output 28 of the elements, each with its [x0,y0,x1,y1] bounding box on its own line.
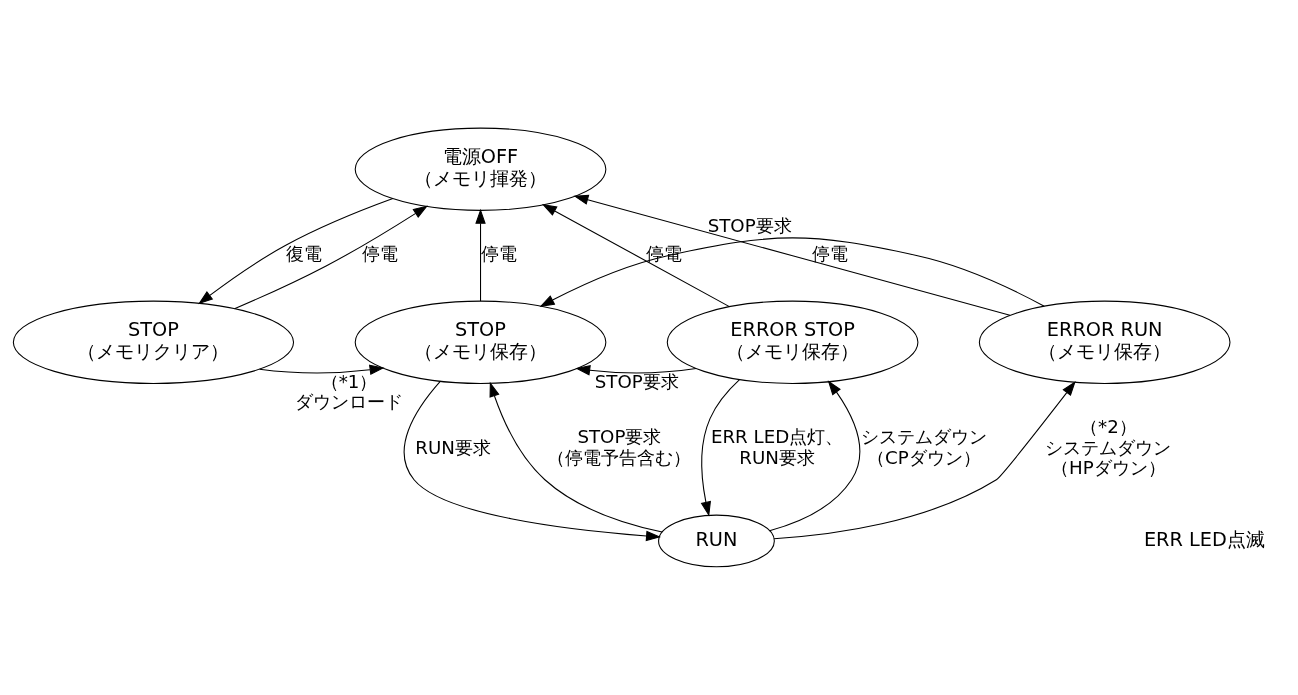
arrow [403,380,662,542]
arrow [234,205,428,310]
arrow [475,208,486,302]
node-ellipse: 電源OFF （メモリ揮発） [354,127,607,211]
arrow [575,365,697,376]
node-ellipse: ERROR RUN （メモリ保存） [978,300,1231,384]
edge-label: STOP要求（停電予告含む） [547,426,692,468]
edge-label: システムダウン（CPダウン） [860,426,987,468]
edge-label: （*2）システムダウン（HPダウン） [1045,416,1172,478]
arrow [258,364,385,376]
arrow [198,198,394,305]
arrow [769,380,861,532]
label: ERR LED点滅 [1143,527,1265,551]
node-ellipse: STOP （メモリクリア） [12,300,295,384]
arrow [700,378,741,517]
arrow [539,237,1045,307]
arrow [573,194,1011,316]
arrow [773,381,1076,540]
edge-label: 停電 [811,243,848,265]
edge-label: STOP要求 [707,215,792,237]
arrow [541,203,730,308]
node-ellipse: RUN [658,514,775,568]
edge-label: 停電 [362,243,399,265]
edge-label: ERR LED点灯、RUN要求 [710,426,844,468]
edge-label: 復電 [286,243,323,265]
arrow [489,381,663,533]
edge-label: 停電 [481,243,518,265]
edge-label: RUN要求 [415,436,491,458]
